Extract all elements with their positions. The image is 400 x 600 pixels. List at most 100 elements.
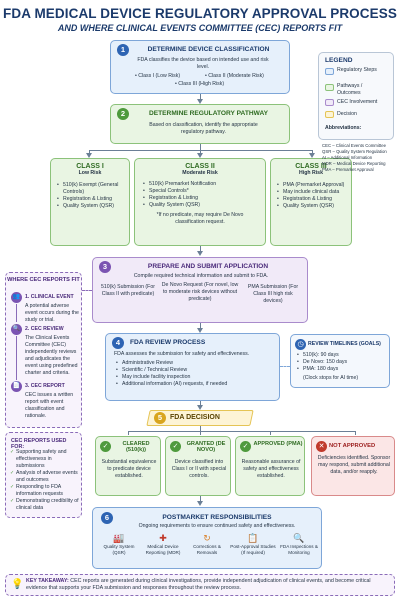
- legend-swatch-pathways: [325, 84, 334, 91]
- abbreviation: QSR – Quality System Regulation: [322, 149, 387, 154]
- decision-approved-box: ✓ APPROVED (PMA) Reasonable assurance of…: [235, 436, 305, 496]
- legend-label: Pathways / Outcomes: [337, 83, 363, 96]
- medical-report-icon: ✚: [159, 533, 167, 543]
- class-2-title: CLASS II: [185, 163, 215, 170]
- step-4-box: 4 FDA REVIEW PROCESS FDA assesses the su…: [105, 333, 280, 401]
- step-2-desc: Based on classification, identify the ap…: [149, 122, 258, 135]
- step-1-item-class3: • Class III (High Risk): [175, 81, 225, 87]
- cec-use-item: Supporting safety and effectiveness in s…: [10, 449, 80, 470]
- decision-granted-desc: Device classified into Class I or II wit…: [171, 459, 227, 479]
- abbreviation: MDR – Medical Device Reporting: [322, 161, 386, 166]
- class-2-item: 510(k) Premarket Notification: [143, 181, 261, 188]
- legend-box: LEGEND Regulatory Steps Pathways / Outco…: [318, 52, 394, 140]
- x-icon: ✕: [316, 441, 327, 452]
- step-1-number: 1: [117, 44, 129, 56]
- postmarket-item-corrections: ↻ Corrections & Removals: [185, 533, 229, 555]
- review-item: Administrative Review: [116, 360, 276, 367]
- factory-icon: 🏭: [113, 533, 125, 543]
- cec-use-item: Responding to FDA information requests: [10, 484, 80, 498]
- step-6-desc: Ongoing requirements to ensure continued…: [138, 523, 296, 529]
- class-2-sub: Moderate Risk: [182, 170, 218, 176]
- abbreviation: CEC – Clinical Events Committee: [322, 143, 386, 148]
- people-icon: 👥: [11, 292, 22, 303]
- cec-uses-title: CEC REPORTS USED FOR:: [11, 438, 67, 450]
- cec-step-2-desc: The Clinical Events Committee (CEC) inde…: [25, 335, 78, 376]
- decision-granted-title: GRANTED (DE NOVO): [186, 441, 226, 453]
- legend-swatch-cec: [325, 99, 334, 106]
- step-6-title: POSTMARKET RESPONSIBILITIES: [162, 514, 272, 521]
- cec-step-3-desc: CEC issues a written report with event c…: [25, 392, 74, 419]
- class-1-sub: Low Risk: [78, 170, 102, 176]
- decision-granted-box: ✓ GRANTED (DE NOVO) Device classified in…: [165, 436, 231, 496]
- legend-swatch-decision: [325, 111, 334, 118]
- step-2-title: DETERMINE REGULATORY PATHWAY: [148, 110, 269, 117]
- recall-icon: ↻: [203, 533, 211, 543]
- review-timelines-box: ◷ REVIEW TIMELINES (GOALS) 510(k): 90 da…: [290, 334, 390, 388]
- postmarket-item-qsr: 🏭 Quality System (QSR): [97, 533, 141, 555]
- class-1-title: CLASS I: [76, 163, 104, 170]
- cec-step-3-title: 3. CEC REPORT: [25, 383, 65, 389]
- arrow-1-2: [197, 99, 203, 104]
- step-1-box: 1 DETERMINE DEVICE CLASSIFICATION FDA cl…: [110, 40, 290, 94]
- magnifier-icon: 🔍: [293, 533, 305, 543]
- class-2-box: CLASS II Moderate Risk 510(k) Premarket …: [134, 158, 266, 246]
- step-1-item-class2: • Class II (Moderate Risk): [205, 73, 264, 79]
- class-1-item: Registration & Listing: [57, 196, 127, 203]
- timeline-item: PMA: 180 days: [297, 366, 387, 373]
- abbreviation: PMA – Premarket Approval: [322, 167, 374, 172]
- page-title: FDA MEDICAL DEVICE REGULATORY APPROVAL P…: [3, 6, 397, 21]
- cec-step-2-title: 2. CEC REVIEW: [25, 326, 64, 332]
- postmarket-item-studies: 📋 Post-Approval Studies (If required): [230, 533, 276, 555]
- decision-cleared-desc: Substantial equivalence to predicate dev…: [101, 459, 157, 479]
- class-3-item: Registration & Listing: [277, 196, 351, 203]
- committee-review-icon: 🔍: [11, 324, 22, 335]
- clipboard-icon: 📋: [247, 533, 259, 543]
- step-2-number: 2: [117, 108, 129, 120]
- decision-not-approved-title: NOT APPROVED: [329, 443, 376, 449]
- key-takeaway-body: CEC reports are generated during clinica…: [26, 578, 371, 592]
- abbreviation: AI – Additional Information: [322, 155, 373, 160]
- key-takeaway-box: 💡 KEY TAKEAWAY: CEC reports are generate…: [5, 574, 395, 596]
- decision-approved-desc: Reasonable assurance of safety and effec…: [241, 459, 301, 479]
- key-takeaway-label: KEY TAKEAWAY:: [26, 578, 69, 584]
- review-item: May include facility inspection: [116, 374, 276, 381]
- decision-cleared-box: ✓ CLEARED (510(k)) Substantial equivalen…: [95, 436, 161, 496]
- postmarket-item-mdr: ✚ Medical Device Reporting (MDR): [141, 533, 185, 555]
- check-icon: ✓: [240, 441, 251, 452]
- step-5-title: FDA DECISION: [170, 414, 220, 421]
- legend-label: CEC Involvement: [337, 99, 378, 105]
- cec-panel-title: WHERE CEC REPORTS FIT: [7, 277, 80, 283]
- lightbulb-icon: 💡: [11, 579, 24, 590]
- timeline-item: De Novo: 150 days: [297, 359, 387, 366]
- class-3-sub: High Risk: [299, 170, 323, 176]
- class-2-item: Special Controls*: [143, 188, 261, 195]
- cec-use-item: Analysis of adverse events and outcomes: [10, 470, 80, 484]
- cec-connector: [82, 290, 92, 291]
- step-4-title: FDA REVIEW PROCESS: [130, 339, 206, 346]
- review-item: Additional information (AI) requests, if…: [116, 381, 276, 388]
- abbreviations-list: CEC – Clinical Events Committee QSR – Qu…: [322, 143, 398, 173]
- cec-uses-box: CEC REPORTS USED FOR: Supporting safety …: [5, 432, 82, 518]
- step-4-number: 4: [112, 337, 124, 349]
- check-icon: ✓: [170, 441, 181, 452]
- step-3-box: 3 PREPARE AND SUBMIT APPLICATION Compile…: [92, 257, 308, 323]
- class-3-item: May include clinical data: [277, 189, 351, 196]
- step-3-desc: Compile required technical information a…: [133, 273, 269, 279]
- class-3-title: CLASS III: [295, 163, 327, 170]
- class-2-note: *If no predicate, may require De Novo cl…: [156, 212, 244, 225]
- step-1-title: DETERMINE DEVICE CLASSIFICATION: [147, 46, 270, 53]
- legend-swatch-steps: [325, 68, 334, 75]
- class-1-item: Quality System (QSR): [57, 203, 127, 210]
- timeline-note: (Clock stops for AI time): [303, 375, 359, 381]
- class-3-item: Quality System (QSR): [277, 203, 351, 210]
- legend-label: Decision: [337, 111, 357, 117]
- step-2-box: 2 DETERMINE REGULATORY PATHWAY Based on …: [110, 104, 290, 144]
- legend-label: Regulatory Steps: [337, 67, 377, 73]
- step-6-box: 6 POSTMARKET RESPONSIBILITIES Ongoing re…: [92, 507, 322, 569]
- decision-approved-title: APPROVED (PMA): [253, 441, 303, 447]
- clock-icon: ◷: [295, 339, 306, 350]
- legend-title: LEGEND: [325, 57, 353, 64]
- step-3-title: PREPARE AND SUBMIT APPLICATION: [147, 263, 269, 270]
- step-6-number: 6: [101, 512, 113, 524]
- class-3-item: PMA (Premarket Approval): [277, 182, 351, 189]
